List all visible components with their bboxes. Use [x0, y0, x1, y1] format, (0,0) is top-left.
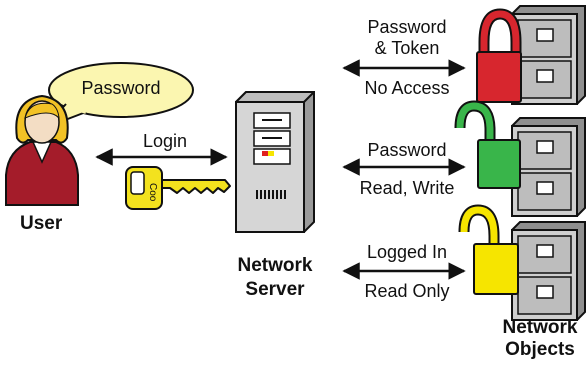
link1-bottom-label: No Access: [364, 78, 450, 98]
login-label: Login: [142, 131, 188, 151]
link2-top-label: Password: [367, 140, 447, 160]
unlocked-padlock-icon: [458, 204, 519, 295]
cabinet-icon: [511, 221, 586, 321]
cabinet-icon: [511, 5, 586, 105]
server-icon: [235, 91, 315, 233]
objects-title-line1: Network: [502, 317, 578, 338]
locked-padlock-icon: [476, 8, 522, 103]
key-label: Coo: [147, 183, 158, 202]
user-icon: [5, 94, 79, 206]
unlocked-padlock-icon: [454, 100, 521, 189]
link3-top-label: Logged In: [366, 242, 448, 262]
link1-top2-label: & Token: [374, 38, 440, 58]
link2-bottom-label: Read, Write: [359, 178, 455, 198]
link3-bottom-label: Read Only: [364, 281, 450, 301]
speech-bubble-text: Password: [81, 78, 161, 98]
link1-top-label: Password: [367, 17, 447, 37]
server-title-line2: Server: [245, 279, 305, 300]
cabinet-icon: [511, 117, 586, 217]
server-title-line1: Network: [237, 255, 313, 276]
user-label: User: [20, 213, 63, 234]
objects-title-line2: Objects: [505, 339, 575, 360]
key-icon: Coo: [125, 166, 231, 210]
